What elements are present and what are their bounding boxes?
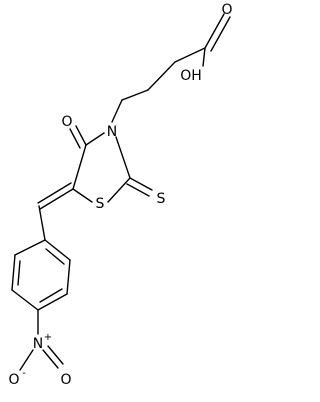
atom-o-ring-carbonyl: O bbox=[61, 114, 72, 130]
bond-c4-o-a bbox=[75, 125, 87, 146]
atom-oh-acid: OH bbox=[180, 68, 202, 84]
bond-c5-s1 bbox=[72, 188, 93, 203]
bond-n-chain bbox=[111, 99, 123, 123]
bond-ch-phenyl bbox=[38, 205, 46, 241]
bond-c2-s-a bbox=[129, 177, 153, 191]
charge-o-nitro-left: - bbox=[22, 368, 26, 379]
bond-n-o-right-b bbox=[47, 345, 64, 365]
atom-s-ring: S bbox=[96, 196, 105, 212]
atom-o-acid-carbonyl: O bbox=[221, 2, 232, 18]
bond-c5-ch-b bbox=[37, 182, 72, 204]
bond-ph-inner-3 bbox=[45, 248, 65, 265]
bond-ph-6 bbox=[44, 239, 71, 261]
bond-c2-s-b bbox=[126, 183, 150, 197]
bond-ph-2 bbox=[11, 254, 16, 291]
bond-n-o-left bbox=[19, 349, 34, 371]
bond-ph-1 bbox=[14, 239, 46, 256]
bond-s1-c2 bbox=[107, 177, 131, 203]
bond-ph-4 bbox=[37, 293, 68, 311]
atom-o-nitro-left: O bbox=[8, 372, 19, 388]
bond-c4-o-b bbox=[69, 128, 81, 149]
atom-n-ring: N bbox=[107, 124, 117, 140]
bond-acid-c-o-double-b bbox=[210, 16, 231, 52]
bond-n-c4 bbox=[85, 132, 105, 146]
bond-chain-2 bbox=[147, 61, 176, 91]
atom-n-nitro: N bbox=[33, 336, 43, 352]
molecule-structure: O OH O N S S N + O - O bbox=[8, 2, 232, 388]
bond-acid-c-oh bbox=[202, 47, 206, 67]
bond-c5-ch-a bbox=[39, 188, 74, 210]
atom-s-thione: S bbox=[157, 191, 166, 207]
bond-n-c2 bbox=[115, 136, 131, 179]
bond-acid-c-o-double-a bbox=[204, 13, 225, 49]
bond-n-o-right-a bbox=[42, 349, 59, 369]
bond-ph-inner-2 bbox=[39, 288, 63, 303]
bond-ph-5 bbox=[66, 259, 71, 295]
atom-o-nitro-right: O bbox=[60, 372, 71, 388]
bond-ph-inner-1 bbox=[17, 260, 21, 286]
bond-c4-c5 bbox=[72, 144, 87, 190]
bond-ph-3 bbox=[11, 289, 39, 311]
bond-chain-1 bbox=[121, 89, 149, 101]
charge-n-nitro: + bbox=[44, 332, 52, 343]
bond-chain-3 bbox=[174, 47, 206, 63]
